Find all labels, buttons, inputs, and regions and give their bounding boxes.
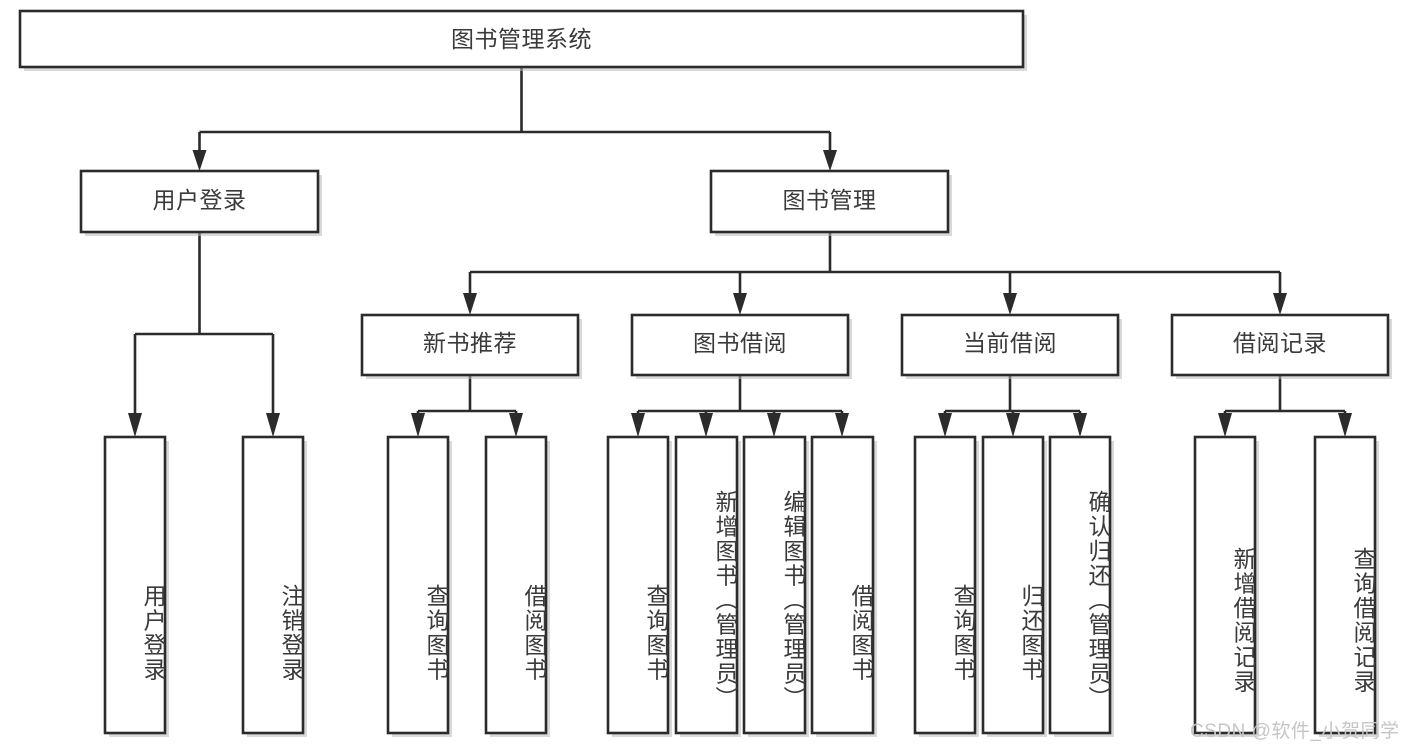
leaf-box[interactable]	[1313, 435, 1377, 735]
arrowhead-to-user-login	[192, 150, 207, 171]
connector-bookmanage-to-level3	[468, 232, 1282, 300]
arrowhead-leaf-query-book-3	[938, 413, 952, 437]
node-level3-book-borrow[interactable]: 图书借阅	[630, 313, 852, 379]
connector-borrowrecord-to-leaves	[1223, 375, 1347, 420]
leaf-box[interactable]	[1048, 435, 1112, 735]
book-management-box[interactable]	[709, 169, 950, 234]
borrow-record-box[interactable]	[1170, 313, 1390, 377]
user-login-label: 用户登录	[153, 187, 247, 213]
leaf-box[interactable]	[386, 435, 450, 735]
node-level2-book-management[interactable]: 图书管理	[709, 169, 952, 236]
node-level3-borrow-record[interactable]: 借阅记录	[1170, 313, 1392, 379]
leaf-box[interactable]	[606, 435, 670, 735]
node-level3-current-borrow[interactable]: 当前借阅	[900, 313, 1122, 379]
arrowhead-leaf-query-book-2	[631, 413, 645, 437]
leaf-box[interactable]	[1193, 435, 1257, 735]
connector-bookborrow-to-leaves	[636, 375, 844, 420]
connector-newbook-to-leaves	[416, 375, 518, 420]
borrow-record-label: 借阅记录	[1233, 330, 1327, 356]
leaf-box[interactable]	[981, 435, 1045, 735]
book-borrow-box[interactable]	[630, 313, 850, 377]
arrowhead-leaf-query-record	[1338, 413, 1352, 437]
leaf-box[interactable]	[674, 435, 739, 735]
current-borrow-box[interactable]	[900, 313, 1120, 377]
arrowhead-leaf-borrow-book-1	[509, 413, 523, 437]
arrowhead-leaf-return-book	[1006, 413, 1020, 437]
leaf-box[interactable]	[103, 435, 167, 735]
arrowhead-to-new-book-rec	[463, 293, 477, 315]
connector-userlogin-to-leaves	[133, 232, 275, 420]
book-management-label: 图书管理	[783, 187, 877, 213]
node-level3-new-book-recommend[interactable]: 新书推荐	[360, 313, 582, 379]
node-root[interactable]: 图书管理系统	[18, 9, 1027, 71]
root-label: 图书管理系统	[451, 26, 592, 52]
leaf-box[interactable]	[484, 435, 548, 735]
watermark-text: CSDN @软件_小贺同学	[1190, 721, 1400, 742]
arrowhead-leaf-confirm-return	[1073, 413, 1087, 437]
arrowhead-leaf-edit-book	[767, 413, 781, 437]
arrowhead-to-current-borrow	[1003, 293, 1017, 315]
current-borrow-label: 当前借阅	[963, 330, 1057, 356]
leaf-box[interactable]	[913, 435, 977, 735]
arrowhead-leaf-logout	[266, 413, 280, 437]
new-book-recommend-box[interactable]	[360, 313, 580, 377]
arrowhead-to-book-manage	[823, 150, 837, 171]
arrowhead-leaf-add-record	[1218, 413, 1232, 437]
connector-root-to-level2	[198, 67, 832, 157]
arrowhead-leaf-query-book-1	[411, 413, 425, 437]
arrowhead-to-book-borrow	[733, 293, 747, 315]
user-login-box[interactable]	[79, 169, 320, 234]
arrowhead-leaf-borrow-book-2	[835, 413, 849, 437]
leaf-boxes-group	[103, 435, 1379, 737]
new-book-recommend-label: 新书推荐	[423, 330, 517, 356]
leaf-box[interactable]	[241, 435, 305, 735]
node-level2-user-login[interactable]: 用户登录	[79, 169, 322, 236]
leaf-box[interactable]	[742, 435, 807, 735]
arrowhead-leaf-add-book	[699, 413, 713, 437]
connectors-group	[128, 67, 1352, 437]
root-box[interactable]	[18, 9, 1025, 69]
leaf-box[interactable]	[810, 435, 875, 735]
arrowhead-leaf-user-login	[128, 413, 142, 437]
arrowhead-to-borrow-record	[1273, 293, 1287, 315]
book-borrow-label: 图书借阅	[693, 330, 787, 356]
